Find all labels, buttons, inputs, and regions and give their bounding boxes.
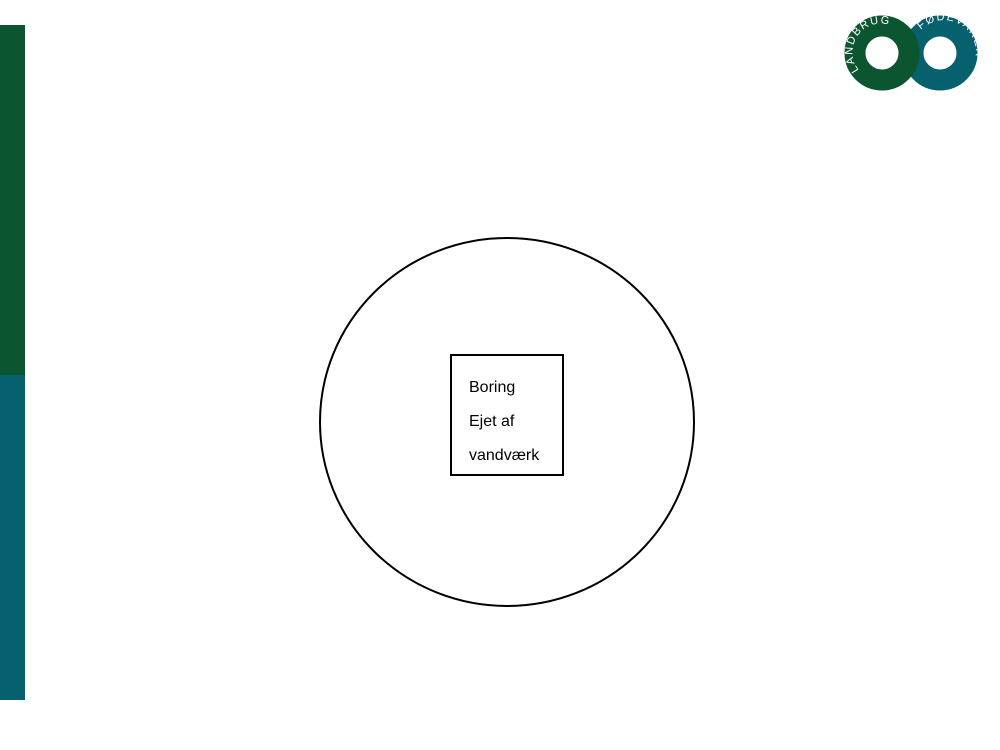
well-label-box: Boring Ejet af vandværk [450,354,564,476]
protection-zone-circle [319,237,695,607]
label-line-3: vandværk [469,447,540,464]
logo-ring-green [844,15,920,91]
side-bar-green [0,25,25,375]
label-line-1: Boring [469,379,516,396]
landbrug-fodevarer-logo: LANDBRUG FØDEVARER [843,12,979,91]
label-line-2: Ejet af [469,413,515,430]
side-bar-teal [0,375,25,700]
